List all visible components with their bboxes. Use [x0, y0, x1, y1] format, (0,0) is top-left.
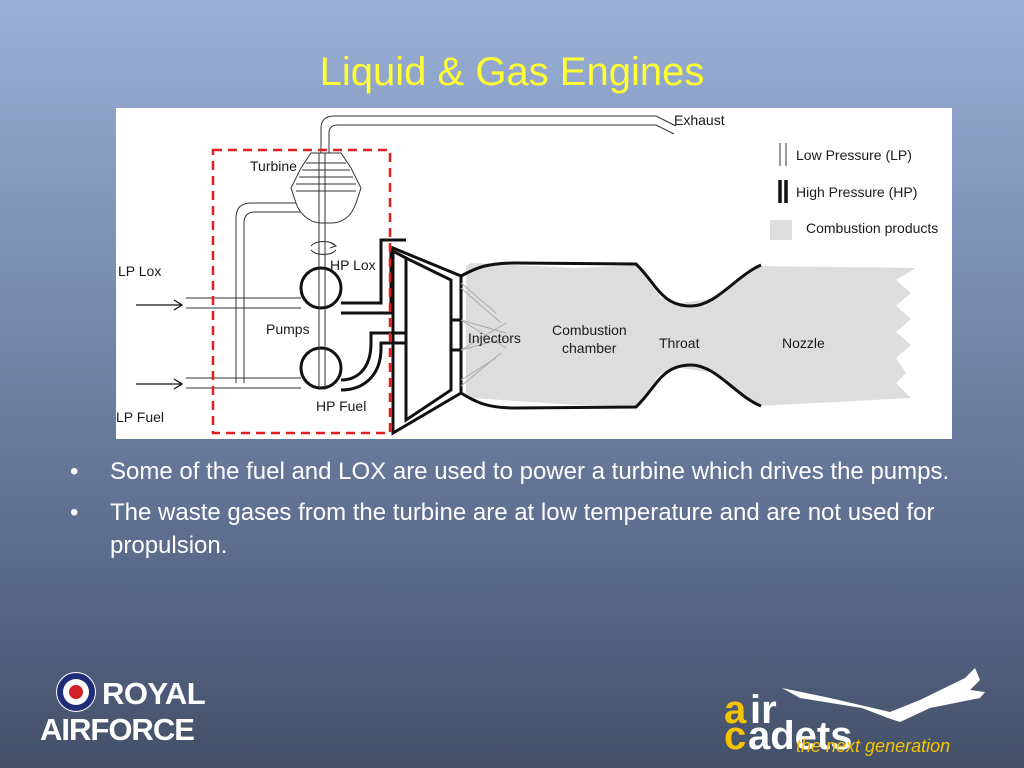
label-hp-fuel: HP Fuel: [316, 398, 366, 414]
label-exhaust: Exhaust: [674, 112, 725, 128]
label-hp-lox: HP Lox: [330, 257, 376, 273]
bullet-marker: •: [70, 499, 79, 526]
legend-combustion-products: Combustion products: [806, 220, 938, 236]
lox-pump: [299, 266, 343, 310]
legend-low-pressure: Low Pressure (LP): [796, 147, 912, 163]
bullet-text: The waste gases from the turbine are at …: [110, 499, 935, 559]
raf-logo-line1: ROYAL: [102, 676, 206, 711]
air-cadets-logo: a ir c adets the next generation: [720, 660, 1010, 760]
rocket-engine-diagram: Exhaust Turbine LP Lox HP Lox Pumps HP F…: [116, 108, 952, 439]
label-lp-lox: LP Lox: [118, 263, 161, 279]
hp-lox-line: [341, 238, 406, 305]
hp-fuel-line: [340, 331, 406, 382]
label-pumps: Pumps: [266, 321, 310, 337]
cadets-letters-adets: adets: [748, 714, 853, 758]
injector-spray-lines: [460, 282, 507, 387]
slide-title: Liquid & Gas Engines: [319, 50, 705, 94]
bullet-marker: •: [70, 458, 79, 485]
cadets-letter-c: c: [724, 714, 747, 758]
exhaust-pipe: [320, 115, 677, 153]
cadets-letters-ir: ir: [750, 688, 777, 732]
fuel-pump: [299, 346, 343, 390]
label-nozzle: Nozzle: [782, 335, 825, 351]
cadets-letter-a: a: [724, 688, 747, 732]
turbine-blades: [296, 162, 356, 192]
pump-shaft-overlay: [318, 268, 326, 390]
label-lp-fuel: LP Fuel: [116, 409, 164, 425]
rotation-arrow-icon: [310, 241, 338, 255]
raf-logo-line2: AIRFORCE: [40, 712, 195, 747]
bullet-item: • Some of the fuel and LOX are used to p…: [70, 455, 970, 488]
hp-fuel-line-inner: [340, 341, 406, 392]
lp-lox-arrow: [136, 299, 184, 311]
label-chamber: chamber: [562, 340, 617, 356]
raf-roundel-icon: [56, 672, 96, 712]
diagram-svg: Exhaust Turbine LP Lox HP Lox Pumps HP F…: [116, 112, 938, 436]
injector-head: [391, 245, 463, 436]
turbopump-highlight-box: [211, 148, 392, 435]
raf-logo: ROYAL AIRFORCE: [40, 670, 210, 750]
cadets-tagline: the next generation: [796, 736, 951, 756]
lp-fuel-arrow: [136, 378, 184, 390]
bullet-text: Some of the fuel and LOX are used to pow…: [110, 458, 950, 485]
turbine-feed-line: [235, 202, 306, 383]
legend-lp-symbol: [779, 143, 787, 166]
bullet-item: • The waste gases from the turbine are a…: [70, 496, 970, 562]
label-combustion: Combustion: [552, 322, 627, 338]
legend-high-pressure: High Pressure (HP): [796, 184, 917, 200]
bullet-list: • Some of the fuel and LOX are used to p…: [70, 455, 970, 570]
glider-icon: [782, 668, 985, 722]
combustion-chamber-bottom-wall: [460, 363, 762, 410]
label-turbine: Turbine: [250, 158, 297, 174]
combustion-chamber-top-wall: [460, 261, 762, 308]
label-throat: Throat: [659, 335, 700, 351]
label-injectors: Injectors: [468, 330, 521, 346]
combustion-products-region: [466, 263, 916, 406]
legend-hp-symbol: [778, 180, 788, 203]
legend-combustion-swatch: [770, 220, 792, 240]
